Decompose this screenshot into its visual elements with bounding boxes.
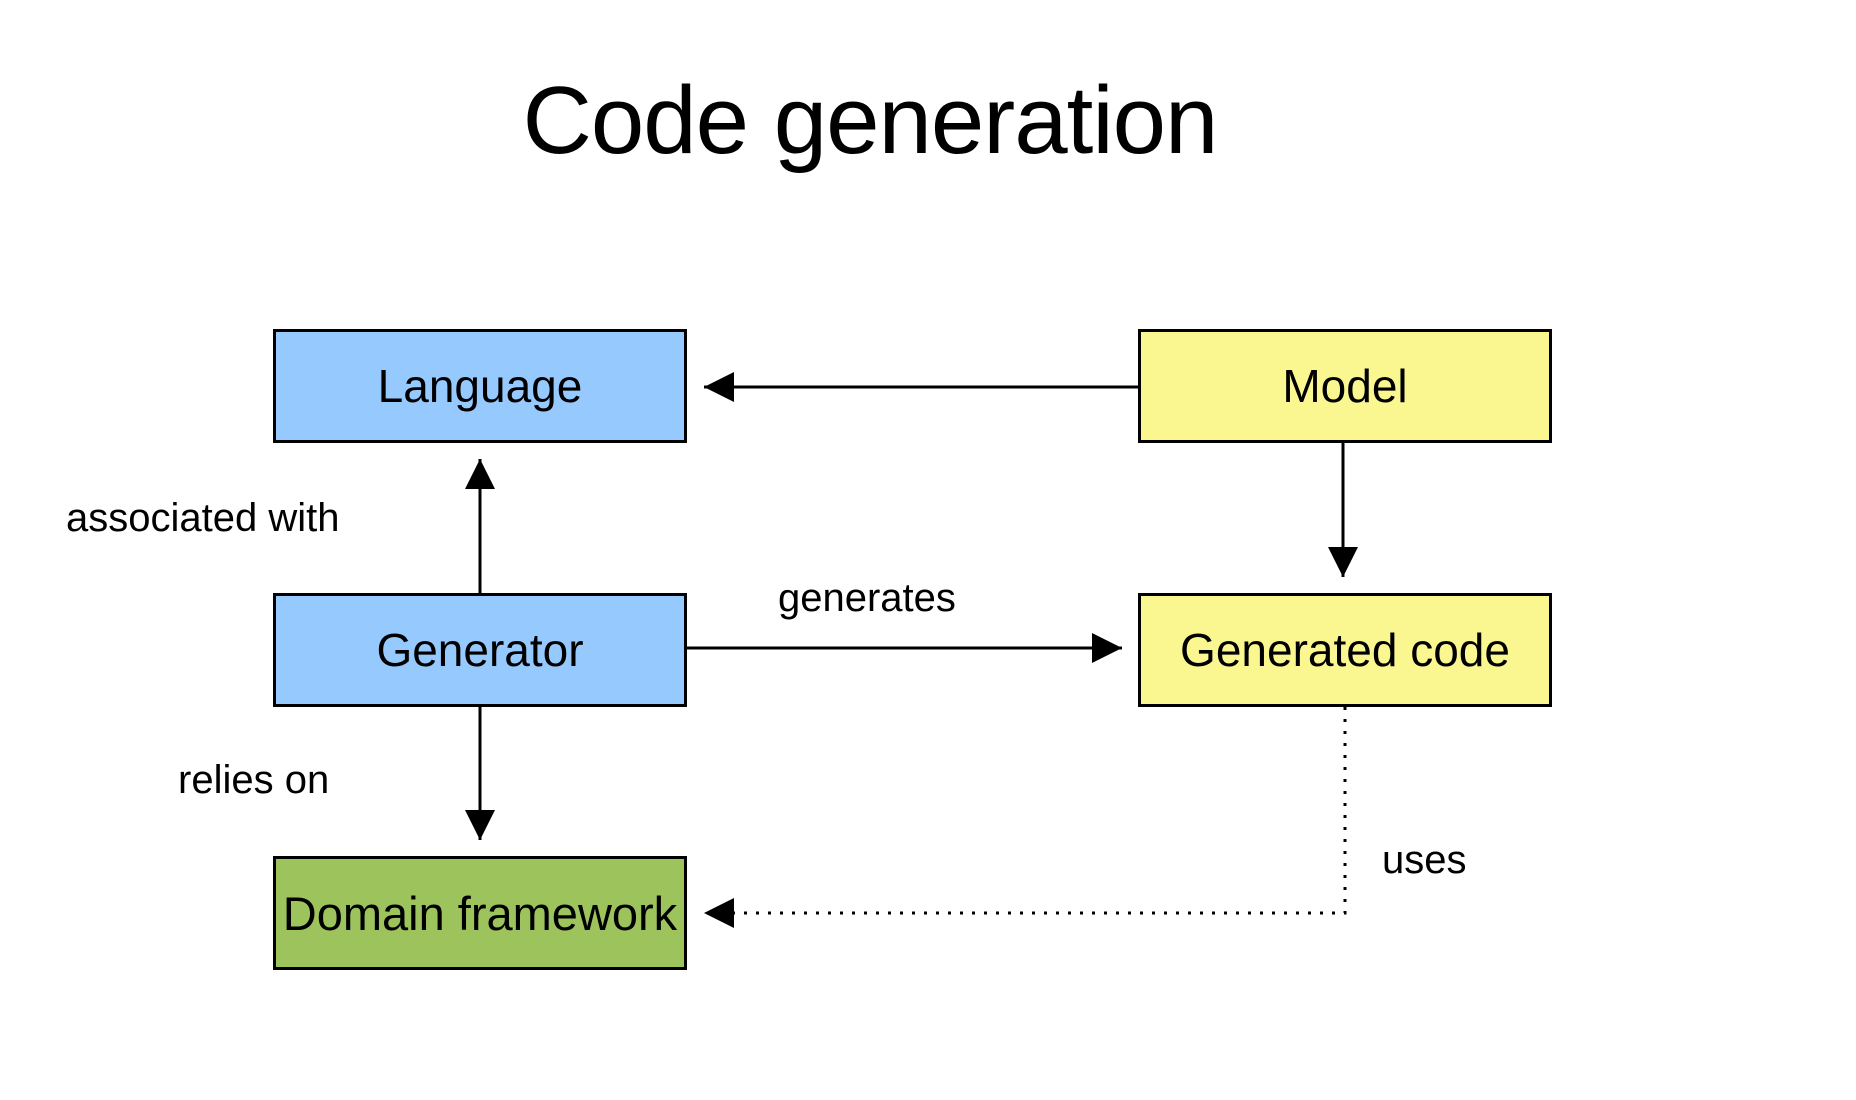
edge-label-associated-with: associated with [66, 496, 340, 540]
edge-label-relies-on: relies on [178, 758, 330, 802]
node-model[interactable]: Model [1138, 329, 1552, 443]
node-generator[interactable]: Generator [273, 593, 687, 707]
node-domain-framework[interactable]: Domain framework [273, 856, 687, 970]
edge-label-uses: uses [1382, 838, 1467, 882]
node-generated-code[interactable]: Generated code [1138, 593, 1552, 707]
page-title: Code generation [522, 67, 1219, 174]
node-language[interactable]: Language [273, 329, 687, 443]
edge-generated-code-to-domain-framework [704, 707, 1347, 928]
edge-label-generates: generates [778, 576, 956, 620]
